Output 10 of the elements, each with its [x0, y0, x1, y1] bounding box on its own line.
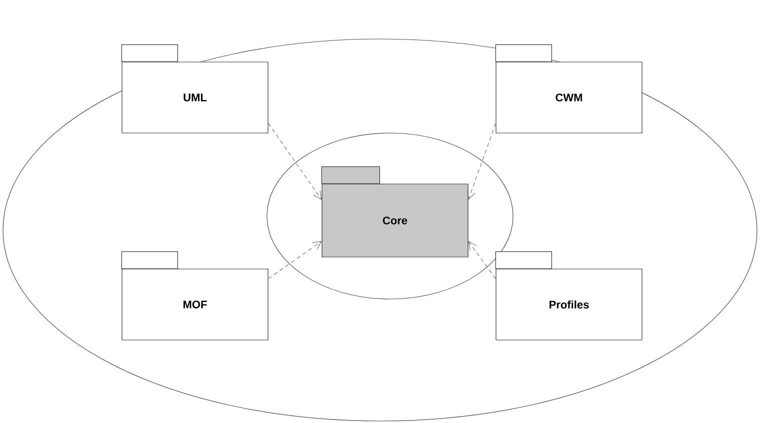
package-box: MOF	[121, 251, 268, 340]
package-box: CWM	[495, 44, 642, 134]
dependency-arrow	[468, 241, 496, 279]
dependency-arrow	[467, 123, 496, 200]
ellipse	[266, 132, 514, 300]
package-box: Core	[321, 166, 468, 258]
package-box: UML	[121, 44, 268, 134]
package-box: Profiles	[495, 251, 642, 340]
dependency-arrow	[268, 123, 322, 200]
dependency-arrow	[268, 241, 322, 279]
